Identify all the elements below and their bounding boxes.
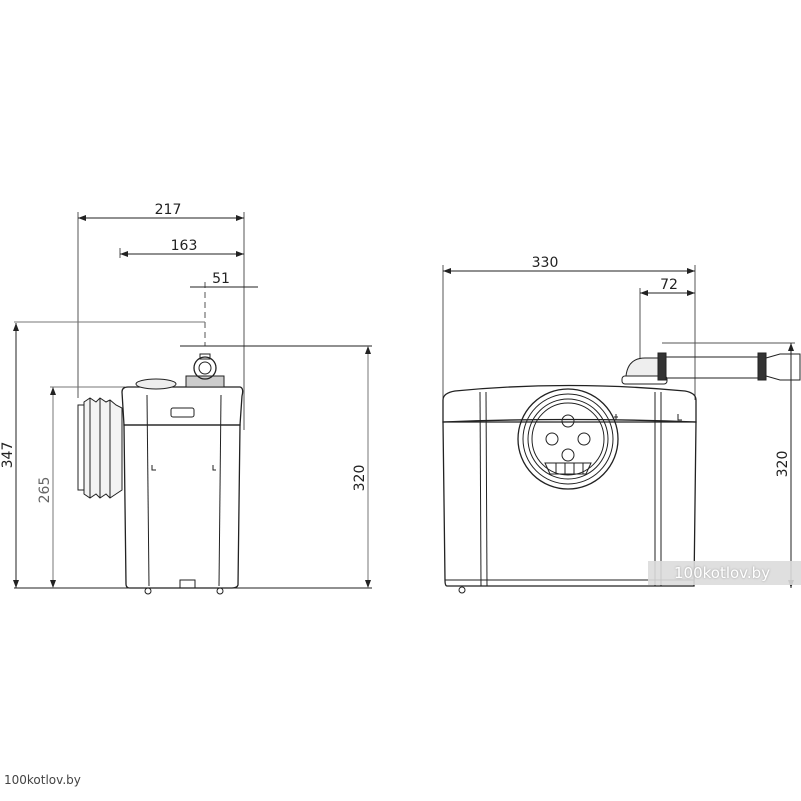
dim-330: 330 [532, 255, 559, 271]
dim-51: 51 [212, 271, 230, 287]
dim-320-side: 320 [352, 465, 368, 492]
dim-347: 347 [0, 442, 16, 469]
watermark-overlay: 100kotlov.by [648, 561, 801, 585]
dim-217: 217 [155, 202, 182, 218]
front-view-dimension-labels: 330 72 320 [532, 255, 791, 477]
dim-265: 265 [37, 477, 53, 504]
front-view [442, 265, 801, 594]
dim-320-front: 320 [775, 451, 791, 478]
side-view [13, 212, 372, 595]
dim-163: 163 [171, 238, 198, 254]
side-view-dimension-labels: 217 163 51 347 265 320 [0, 202, 368, 503]
watermark-footer: 100kotlov.by [4, 773, 81, 787]
dim-72: 72 [660, 277, 678, 293]
